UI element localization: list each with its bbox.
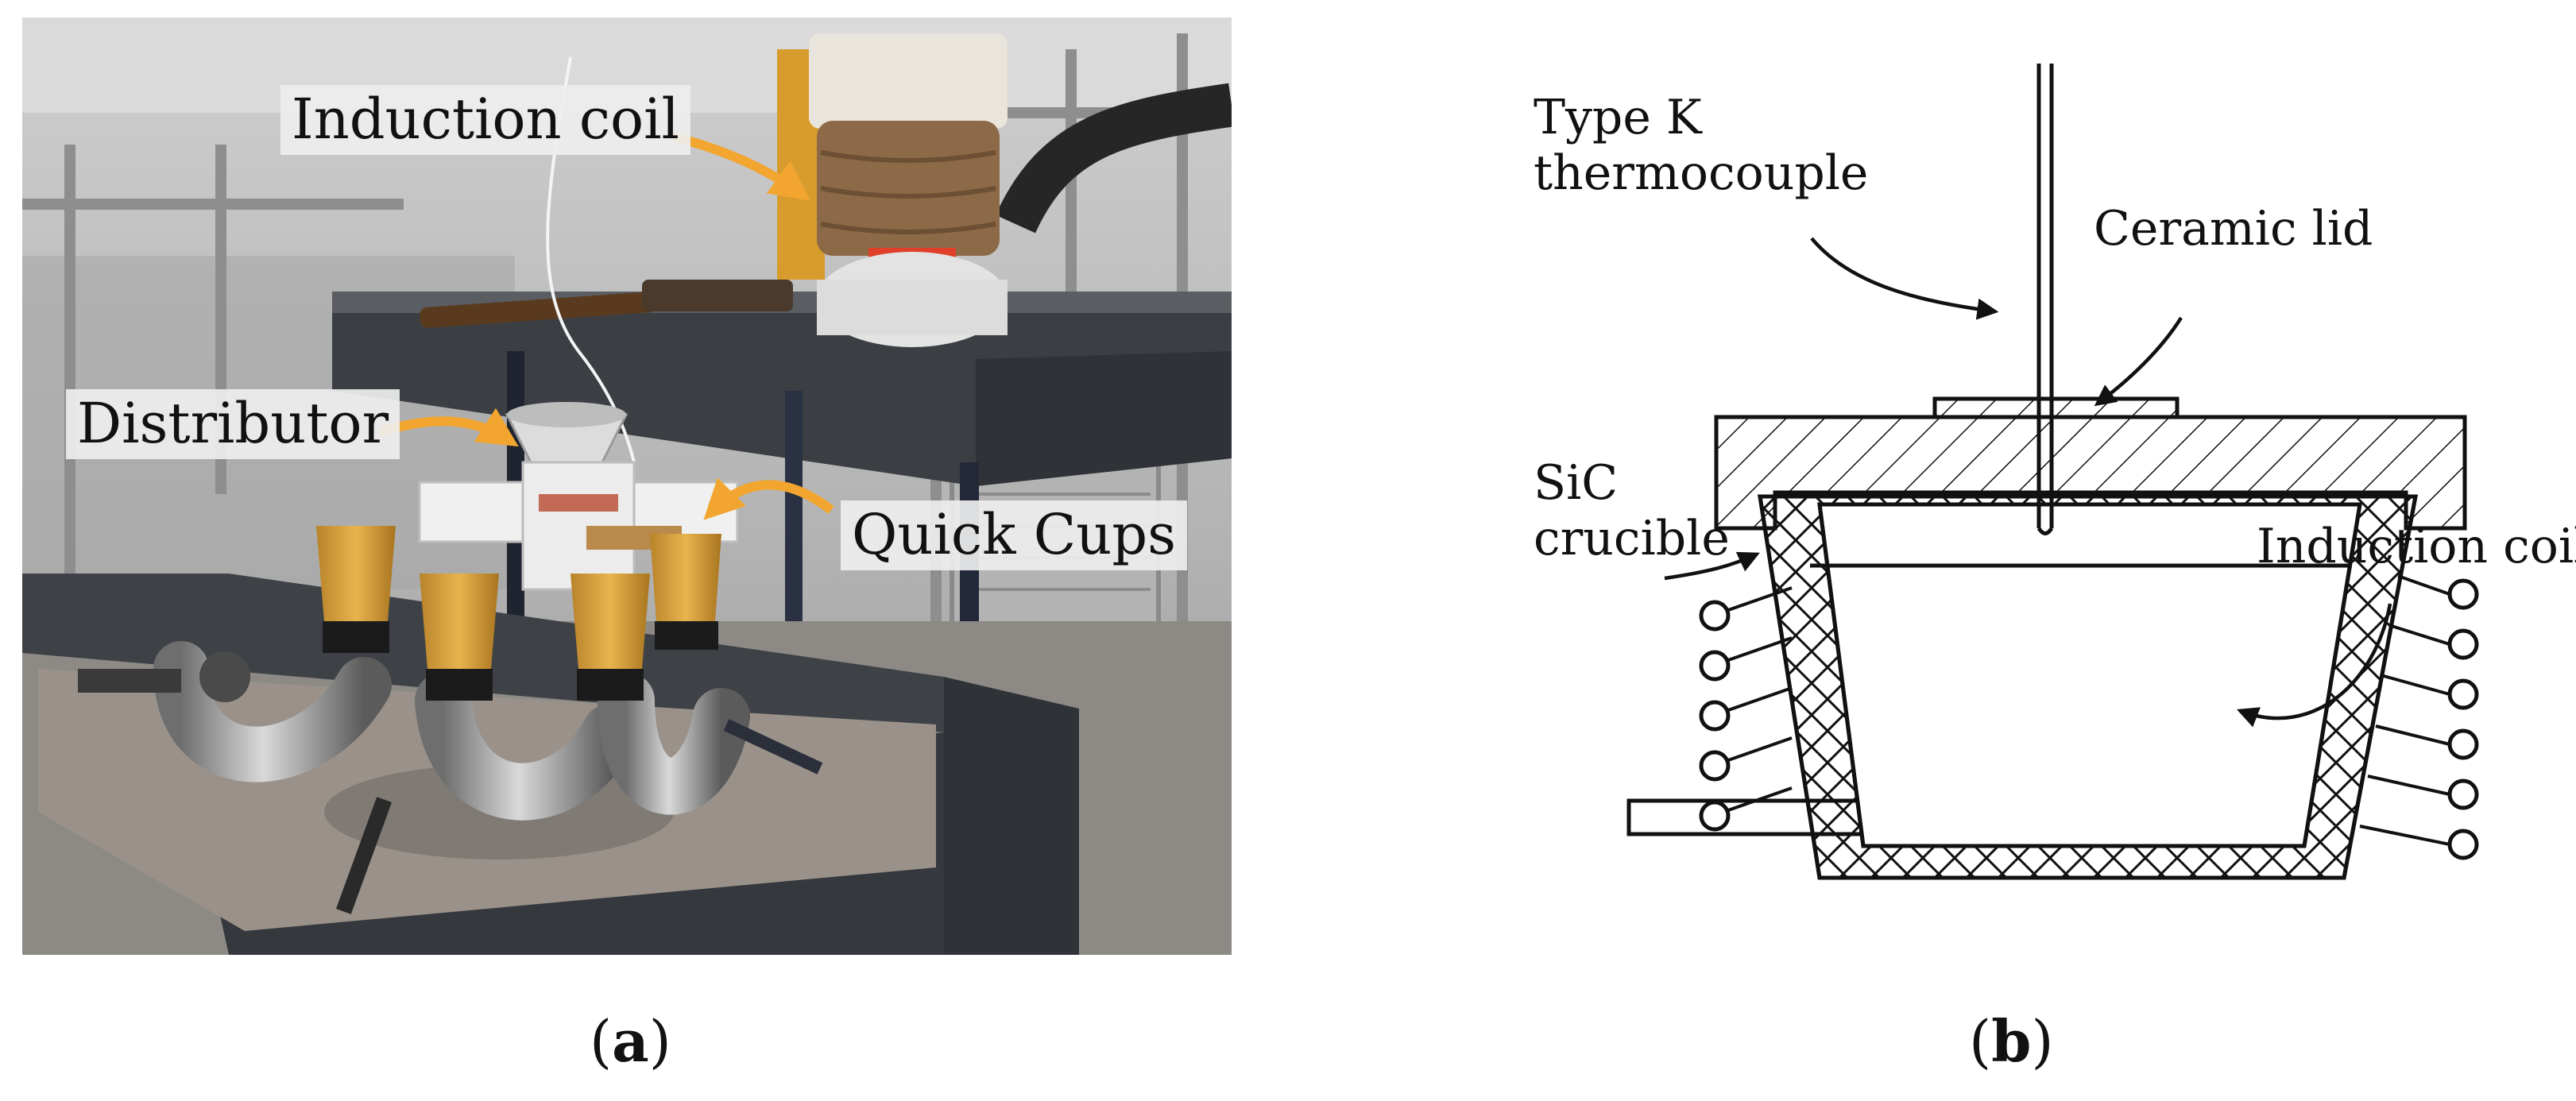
schematic-drawing — [1626, 64, 2479, 880]
caption-a-close: ) — [648, 1008, 671, 1075]
experimental-setup-photo: Induction coil Distributor Quick Cups — [22, 17, 1232, 955]
thermocouple-label-line-2: thermocouple — [1534, 145, 1869, 201]
sic-crucible-label-line-2: crucible — [1534, 511, 1730, 566]
caption-b-close: ) — [2031, 1008, 2054, 1075]
thermocouple-label-line-1: Type K — [1534, 90, 1702, 145]
panel-b-caption: (b) — [1969, 1007, 2054, 1075]
sic-crucible-label-line-1: SiC — [1534, 455, 1619, 511]
panel-a-caption: (a) — [590, 1007, 671, 1075]
caption-b-open: ( — [1969, 1008, 1992, 1075]
caption-a-open: ( — [590, 1008, 613, 1075]
caption-a-letter: a — [612, 1007, 649, 1075]
quick-cups-callout: Quick Cups — [841, 500, 1188, 570]
quick-cup-shapes — [316, 526, 721, 701]
ceramic-lid-label: Ceramic lid — [2094, 201, 2373, 257]
crucible-schematic: Type K thermocouple Ceramic lid SiC cruc… — [1478, 0, 2576, 1001]
induction-coil-label: Induction coil — [2257, 519, 2576, 574]
induction-coil-callout: Induction coil — [280, 85, 690, 155]
caption-b-letter: b — [1991, 1007, 2032, 1075]
distributor-callout: Distributor — [66, 389, 400, 459]
photo-illustration — [22, 17, 1232, 955]
